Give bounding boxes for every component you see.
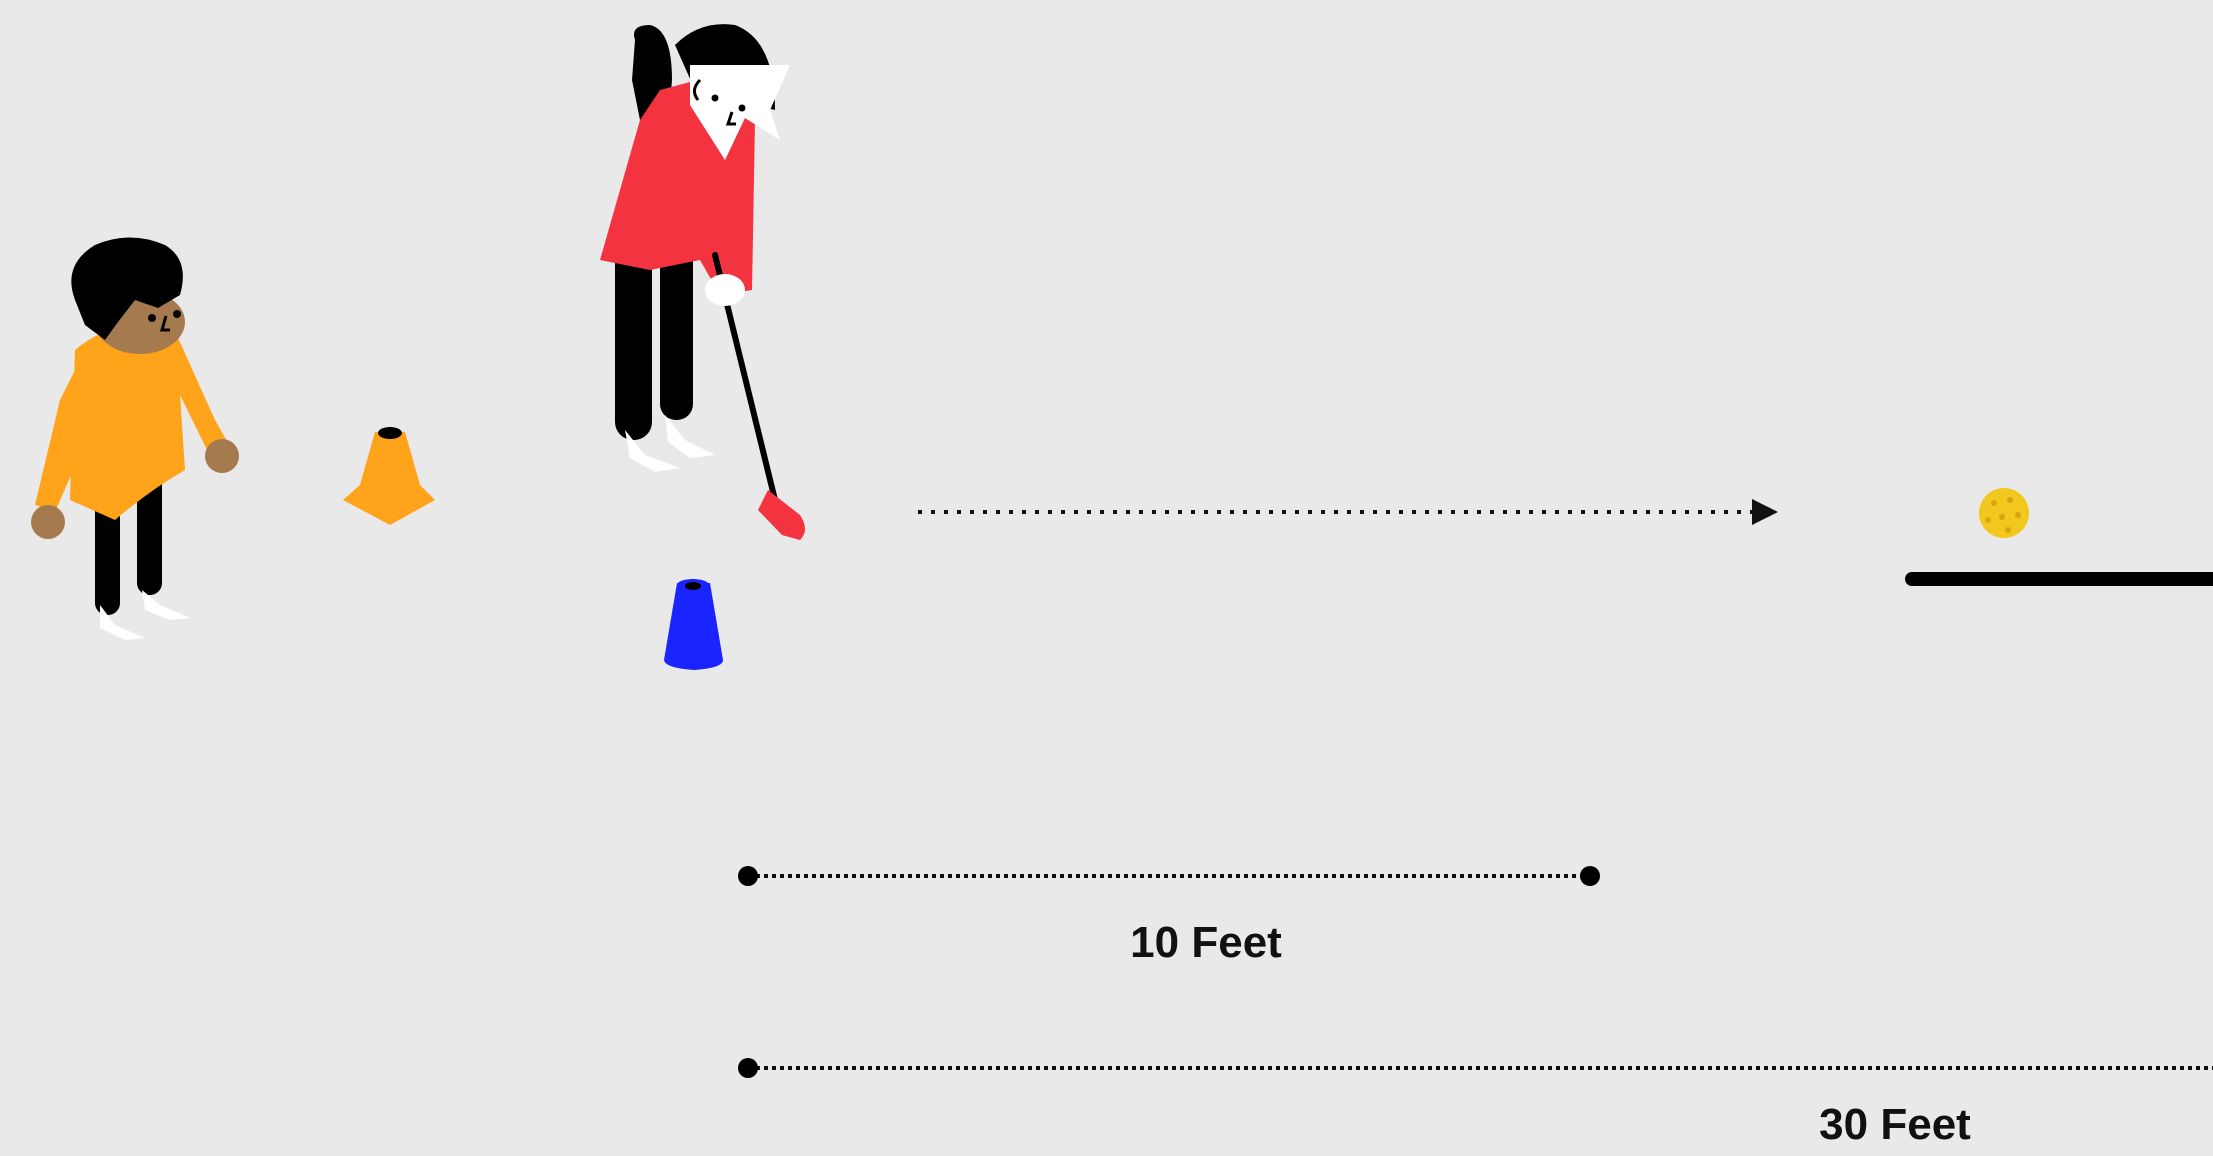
- putting-student: [600, 24, 805, 540]
- measure-30-feet: [738, 1058, 2213, 1078]
- waiting-student: [31, 238, 239, 641]
- label-30-feet: 30 Feet: [1819, 1100, 1971, 1150]
- golf-ball: [1979, 488, 2029, 538]
- measure-10-feet: [738, 866, 1600, 886]
- start-cone: [343, 427, 435, 525]
- roll-arrow: [918, 499, 1778, 525]
- target-cone: [664, 579, 723, 670]
- label-10-feet: 10 Feet: [1130, 918, 1282, 968]
